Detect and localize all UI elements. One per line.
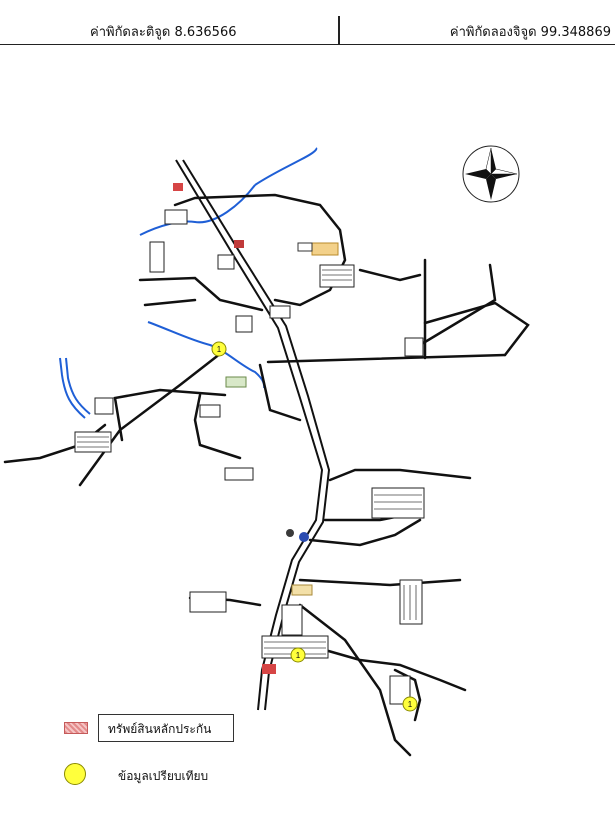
coordinate-header: ค่าพิกัดละติจูด 8.636566 ค่าพิกัดลองจิจู…: [0, 16, 615, 45]
road-northwest: [138, 276, 264, 312]
school-icon: [262, 664, 276, 674]
landmarks: [173, 183, 339, 674]
hospital-icon: [286, 529, 294, 537]
road-north-east: [358, 268, 422, 282]
building-blocks: [74, 209, 425, 705]
river-west-2: [65, 357, 91, 415]
building-icon: [319, 264, 355, 288]
comparable-marker: 1: [402, 696, 418, 712]
road-north-loop: [173, 193, 347, 307]
building-icon: [94, 397, 114, 415]
collateral-legend-box: [98, 714, 234, 742]
building-icon: [224, 467, 254, 481]
comparable-swatch: [64, 763, 86, 785]
building-icon: [199, 404, 221, 418]
comparable-marker: 1: [290, 647, 306, 663]
building-icon: [389, 675, 411, 705]
road-south-3: [298, 578, 462, 587]
building-icon: [404, 337, 424, 357]
road-inner: [258, 363, 302, 422]
river-west: [59, 357, 86, 419]
building-icon: [371, 487, 425, 519]
road-east-main: [266, 353, 507, 364]
road-east-south: [393, 668, 422, 722]
road-east-mid: [328, 468, 472, 482]
road-west-2: [113, 388, 227, 442]
road-east-loop: [423, 301, 530, 357]
header-divider: [338, 16, 340, 44]
comparable-legend-label: ข้อมูลเปรียบเทียบ: [118, 769, 209, 783]
building-icon: [149, 241, 165, 273]
temple-icon: [311, 242, 339, 256]
building-icon: [399, 579, 423, 625]
river-north-branch: [139, 184, 256, 236]
comparable-markers: 1 1 1: [211, 341, 418, 712]
building-icon: [269, 305, 291, 319]
longitude-label: ค่าพิกัดลองจิจูด 99.348869: [449, 25, 611, 40]
road-west-1: [78, 348, 227, 487]
building-icon: [235, 315, 253, 333]
school-icon: [234, 240, 244, 248]
collateral-legend-label: ทรัพย์สินหลักประกัน: [108, 722, 212, 736]
river-north: [254, 147, 318, 186]
road-west-3: [193, 393, 242, 460]
collateral-swatch: [64, 722, 88, 734]
comparable-marker: 1: [211, 341, 227, 357]
building-icon: [217, 254, 235, 270]
road-south-2: [308, 518, 422, 547]
market-icon: [297, 242, 313, 252]
building-icon: [281, 604, 303, 636]
road-south-5: [298, 603, 412, 757]
svg-text:1: 1: [296, 651, 301, 660]
hatched-blocks: [77, 269, 422, 655]
compass-rose-icon: [462, 145, 520, 203]
latitude-label: ค่าพิกัดละติจูด 8.636566: [90, 25, 237, 40]
road-north-west-2: [143, 298, 197, 307]
school-icon: [173, 183, 183, 191]
svg-text:1: 1: [217, 345, 222, 354]
svg-text:1: 1: [408, 700, 413, 709]
police-icon: [299, 532, 309, 542]
road-east-branch: [418, 263, 497, 347]
building-icon: [164, 209, 188, 225]
building-icon: [189, 591, 227, 613]
temple-icon: [291, 584, 313, 596]
temple-icon: [225, 376, 247, 388]
